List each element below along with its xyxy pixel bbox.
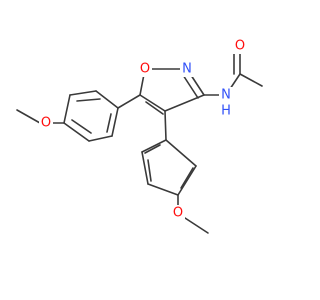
upper-aryl-ring-bond-1 [95,90,119,109]
ring-cc-double-bond [145,101,164,115]
upper-aryl-ring-bond-5 [88,135,113,142]
svg-text:N: N [221,88,231,103]
upper-aryl-inner-double-2 [71,119,92,134]
upper-aryl-ring-bond-6 [111,107,119,137]
lower-aryl-inner-double-2 [180,167,194,189]
svg-text:O: O [140,62,150,77]
upper-aryl-ring-bond-4 [63,122,90,142]
lower-methyl-bond [184,217,209,234]
upper-aryl-ring-bond-3 [63,94,71,124]
amide-nitrogen-label: N [219,87,233,103]
lower-aryl-link-bond [164,110,167,141]
upper-aryl-link-bond [117,94,141,109]
lower-aryl-ring-bond-1 [141,139,167,153]
svg-text:H: H [221,104,231,119]
ring-cn-double-bond [182,74,199,99]
amide-hydrogen-label: H [219,103,233,119]
acetyl-methyl-bond [239,73,263,87]
lower-aryl-inner-double-1 [147,159,152,182]
methoxy-oxygen-bottom-label: O [171,205,185,221]
upper-aryl-inner-double-1 [76,98,101,102]
svg-text:O: O [235,39,245,54]
carbonyl-oxygen-label: O [233,38,247,54]
isoxazole-oxygen-label: O [138,61,152,77]
svg-text:O: O [41,116,51,131]
lower-aryl-ring-bond-3 [147,183,179,196]
methoxy-oxygen-left-label: O [39,115,53,131]
upper-aryl-ring-bond-2 [69,90,97,96]
svg-text:O: O [173,206,183,221]
upper-methyl-bond [16,109,41,124]
lower-aryl-ring-bond-2 [141,151,149,185]
svg-text:N: N [182,62,192,77]
upper-aryl-inner-double-3 [106,113,112,133]
lower-aryl-ring-bond-5 [165,139,197,167]
isoxazole-c5-c4-bond [139,94,166,112]
chemical-structure: O N H O N O O [16,38,263,234]
isoxazole-nitrogen-label: N [180,61,194,77]
lower-aryl-inner-double-3 [144,144,161,154]
lower-aryl-ring-bond-4 [177,165,197,196]
